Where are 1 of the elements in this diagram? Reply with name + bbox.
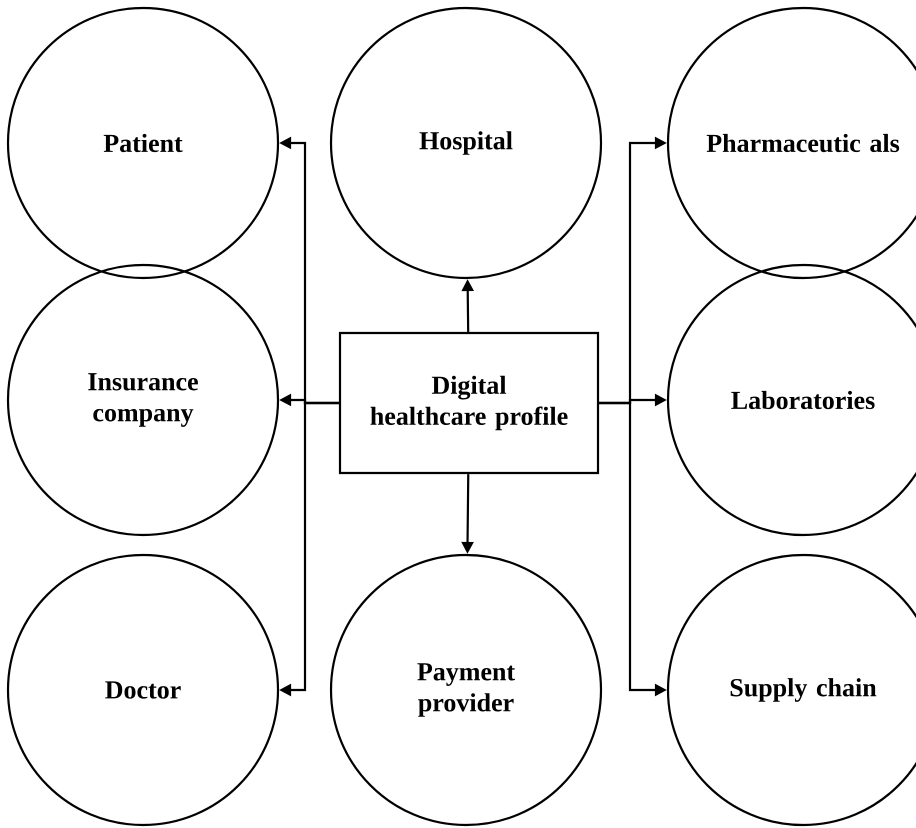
- profile-box: Digital healthcare profile: [338, 332, 600, 474]
